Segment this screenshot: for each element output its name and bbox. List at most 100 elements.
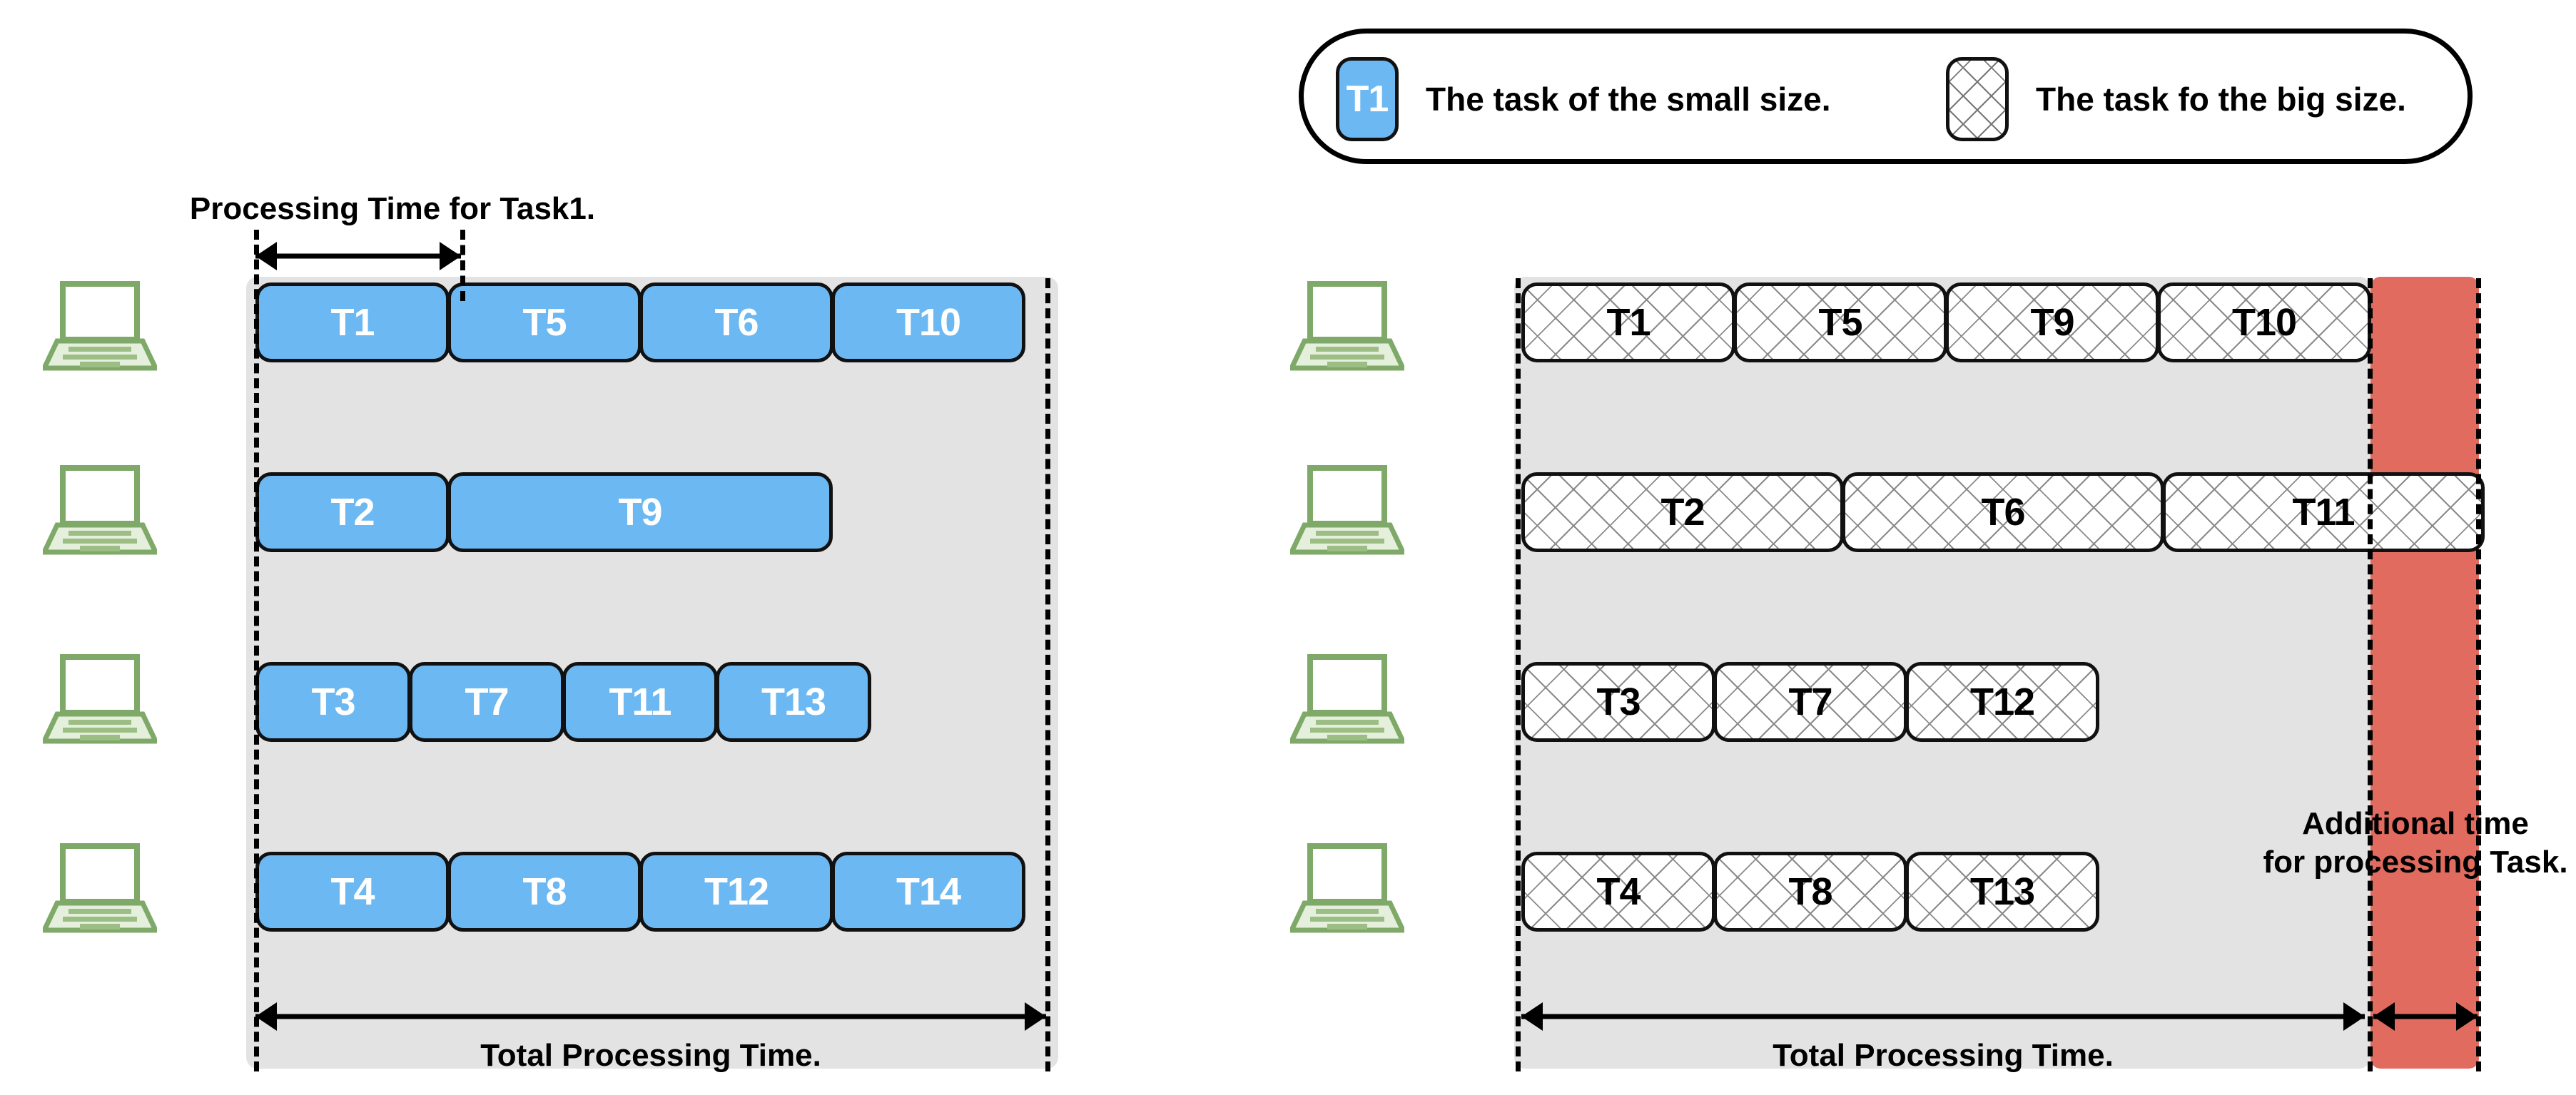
task-box-t6-right[interactable]: T6 [1842,472,2164,552]
task-box-t2-right[interactable]: T2 [1521,472,1844,552]
task-box-t1[interactable]: T1 [255,282,450,362]
task1-end-guide [460,230,465,301]
laptop-icon-machine-3 [43,653,157,747]
arrow-head-left-icon [2373,1002,2395,1031]
task-label: T3 [1596,681,1641,723]
task-label: T1 [1606,301,1650,344]
task-label: T7 [1788,681,1832,723]
task-box-t14[interactable]: T14 [831,852,1025,932]
left-panel-total-caption: Total Processing Time. [480,1038,821,1073]
task-row-machine-3-right: T3 T7 T12 [1521,662,2099,742]
laptop-icon-machine-2-right [1290,464,1404,558]
task-row-machine-4-right: T4 T8 T13 [1521,852,2099,932]
left-panel-top-caption: Processing Time for Task1. [189,191,596,226]
task-box-t13[interactable]: T13 [716,662,871,742]
task-label: T3 [311,681,355,723]
task-box-t12-right[interactable]: T12 [1905,662,2099,742]
legend-swatch-blue-task: T1 [1336,57,1399,141]
right-panel-start-guide [1516,278,1521,1071]
task-box-t8-right[interactable]: T8 [1713,852,1907,932]
task-box-t4[interactable]: T4 [255,852,450,932]
task-label: T12 [704,870,769,913]
task-box-t3-right[interactable]: T3 [1521,662,1715,742]
task-label: T12 [1969,681,2035,723]
arrow-head-right-icon [2343,1002,2365,1031]
task-label: T2 [1660,491,1705,534]
task-label: T13 [1969,870,2035,913]
task-row-machine-2-right: T2 T6 T11 [1521,472,2485,552]
task-box-t12[interactable]: T12 [639,852,833,932]
task-box-t9-right[interactable]: T9 [1945,282,2159,362]
right-panel-additional-end-guide [2476,278,2481,1071]
task-box-t9[interactable]: T9 [447,472,833,552]
task-box-t5-right[interactable]: T5 [1733,282,1947,362]
total-processing-time-arrow [255,1002,1046,1031]
task-label: T5 [1818,301,1862,344]
task-label: T11 [2292,491,2355,534]
task-row-machine-4: T4 T8 T12 T14 [255,852,1025,932]
task-box-t2[interactable]: T2 [255,472,450,552]
laptop-icon-machine-1 [43,280,157,374]
task-label: T1 [330,301,375,344]
task-label: T8 [1788,870,1832,913]
legend-label-small-task: The task of the small size. [1426,81,1831,118]
task-label: T6 [714,301,759,344]
task-box-t6[interactable]: T6 [639,282,833,362]
right-panel-total-caption: Total Processing Time. [1773,1038,2114,1073]
left-panel-start-guide [254,230,259,1071]
arrow-line [255,1014,1046,1019]
task-label: T2 [330,491,375,534]
laptop-icon-machine-1-right [1290,280,1404,374]
laptop-icon-machine-3-right [1290,653,1404,747]
arrow-line [1521,1014,2365,1019]
task-box-t10-right[interactable]: T10 [2157,282,2371,362]
legend-label-big-task: The task fo the big size. [2036,81,2406,118]
arrow-head-right-icon [1025,1002,1046,1031]
legend-container: T1 The task of the small size. The task … [1299,29,2473,164]
task-box-t5[interactable]: T5 [447,282,642,362]
task-label: T14 [896,870,961,913]
task-row-machine-2: T2 T9 [255,472,833,552]
additional-time-caption: Additional time for processing Task. [2248,805,2576,881]
arrow-head-left-icon [255,1002,277,1031]
task-box-t8[interactable]: T8 [447,852,642,932]
legend-item-small-task: T1 The task of the small size. [1336,57,1831,141]
task-box-t7[interactable]: T7 [409,662,564,742]
task-box-t1-right[interactable]: T1 [1521,282,1735,362]
task-label: T4 [330,870,375,913]
legend-swatch-hatched-task [1946,57,2009,141]
laptop-icon-machine-4 [43,842,157,936]
task-label: T6 [1981,491,2025,534]
arrow-line [2373,1014,2478,1019]
task-box-t4-right[interactable]: T4 [1521,852,1715,932]
processing-time-task1-arrow [255,242,461,270]
task-label: T9 [2030,301,2074,344]
task-label: T13 [761,681,826,723]
left-panel-end-guide [1045,278,1050,1071]
arrow-head-right-icon [2456,1002,2478,1031]
task-label: T10 [896,301,961,344]
task-label: T11 [609,681,671,723]
task-box-t10[interactable]: T10 [831,282,1025,362]
additional-time-region [2370,277,2479,1069]
additional-time-caption-line-2: for processing Task. [2263,844,2568,880]
right-total-processing-time-arrow [1521,1002,2365,1031]
additional-time-arrow [2373,1002,2478,1031]
arrow-head-left-icon [1521,1002,1543,1031]
task-row-machine-1-right: T1 T5 T9 T10 [1521,282,2371,362]
arrow-line [255,253,461,259]
task-box-t7-right[interactable]: T7 [1713,662,1907,742]
legend-swatch-label: T1 [1346,78,1389,120]
task-row-machine-3: T3 T7 T11 T13 [255,662,871,742]
task-box-t3[interactable]: T3 [255,662,411,742]
task-box-t13-right[interactable]: T13 [1905,852,2099,932]
task-box-t11[interactable]: T11 [562,662,718,742]
task-box-t11-right[interactable]: T11 [2162,472,2485,552]
task-label: T10 [2231,301,2297,344]
arrow-head-right-icon [440,242,461,270]
arrow-head-left-icon [255,242,277,270]
task-label: T4 [1596,870,1641,913]
laptop-icon-machine-2 [43,464,157,558]
task-label: T7 [465,681,509,723]
